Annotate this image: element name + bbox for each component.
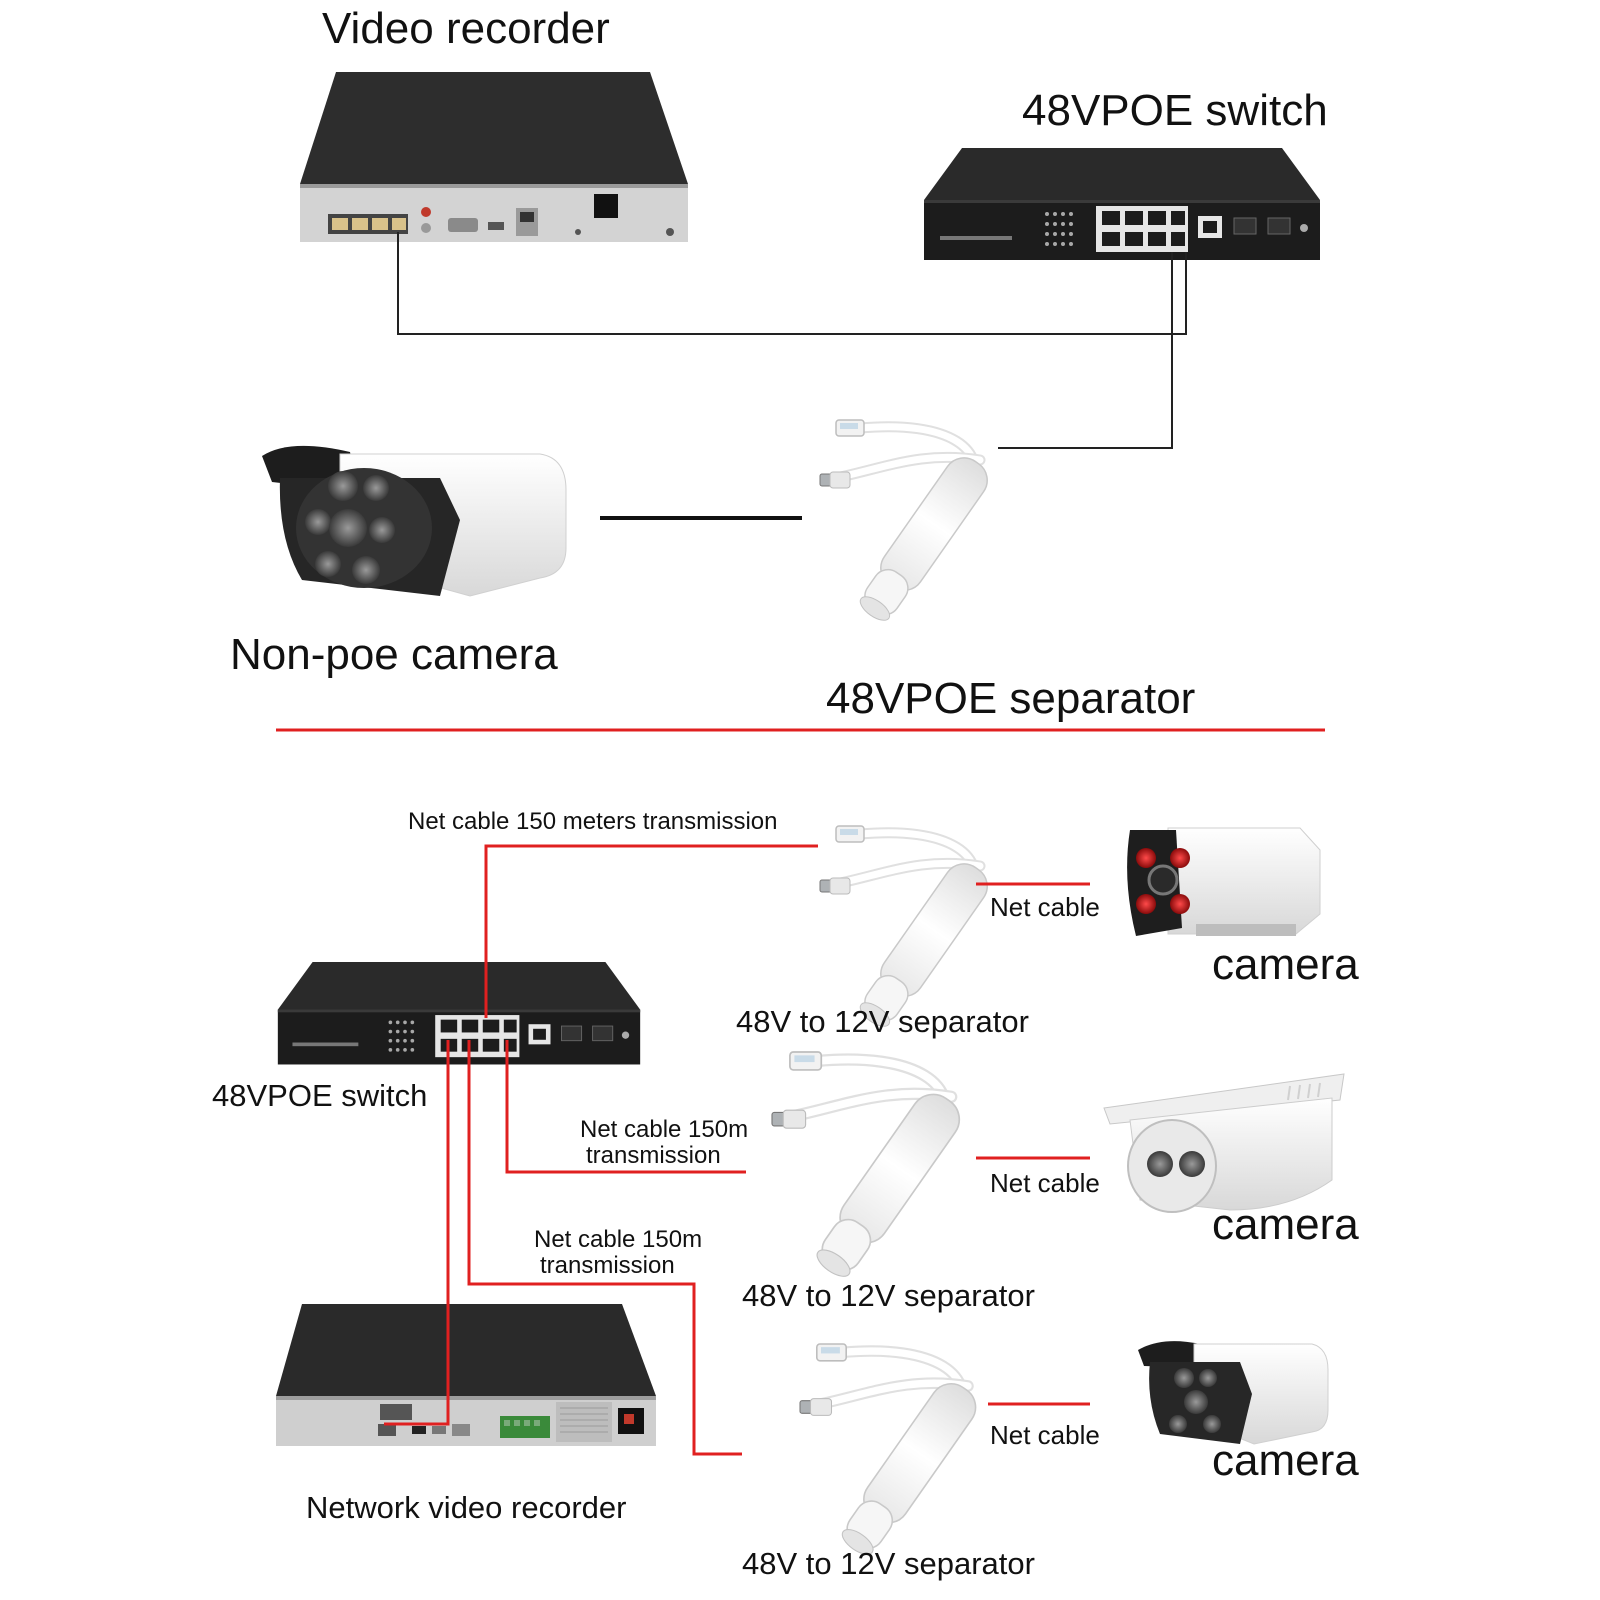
poe-switch-device-bottom: [277, 961, 641, 1065]
network-video-recorder-device: [275, 1303, 657, 1447]
cable-switch-to-separator: [998, 252, 1173, 449]
video-recorder-device: [300, 72, 688, 242]
video-recorder-label: Video recorder: [322, 4, 610, 53]
cable-switch-to-separator-2: [505, 1040, 746, 1174]
net-cable-label-3-line2: transmission: [540, 1252, 675, 1279]
separator-label-row-2: 48V to 12V separator: [742, 1278, 1035, 1313]
net-cable-short-label-row-2: Net cable: [990, 1168, 1100, 1198]
poe-separator-device-top: [820, 420, 995, 628]
poe-separator-label: 48VPOE separator: [826, 674, 1196, 723]
cable-switch-to-nvr: [384, 1040, 450, 1426]
poe-switch-device-top: [923, 147, 1321, 261]
separator-label-row-1: 48V to 12V separator: [736, 1004, 1029, 1039]
separator-label-row-3: 48V to 12V separator: [742, 1546, 1035, 1581]
cable-switch-to-separator-1: [484, 844, 818, 1018]
net-cable-short-label-row-1: Net cable: [990, 892, 1100, 922]
separator-device-row-3: [800, 1344, 984, 1562]
camera-device-row-3: [1138, 1341, 1329, 1445]
net-cable-label-2-line2: transmission: [586, 1142, 721, 1169]
camera-device-row-2: [1103, 1073, 1345, 1213]
camera-label-row-1: camera: [1212, 940, 1359, 989]
net-cable-label-2-line1: Net cable 150m: [580, 1116, 749, 1143]
network-video-recorder-label: Network video recorder: [306, 1490, 627, 1525]
poe-switch-label-bottom: 48VPOE switch: [212, 1078, 428, 1113]
poe-switch-label-top: 48VPOE switch: [1022, 86, 1328, 135]
camera-device-row-1: [1127, 827, 1321, 936]
camera-label-row-3: camera: [1212, 1436, 1359, 1485]
non-poe-camera-label: Non-poe camera: [230, 630, 558, 679]
camera-label-row-2: camera: [1212, 1200, 1359, 1249]
separator-device-row-1: [820, 826, 995, 1034]
net-cable-short-label-row-3: Net cable: [990, 1420, 1100, 1450]
cable-switch-to-separator-3: [467, 1040, 742, 1456]
net-cable-label-1: Net cable 150 meters transmission: [408, 808, 778, 835]
separator-device-row-2: [772, 1052, 968, 1285]
non-poe-camera-device: [262, 445, 567, 597]
net-cable-label-3-line1: Net cable 150m: [534, 1226, 703, 1253]
cable-recorder-to-switch: [397, 232, 1187, 335]
